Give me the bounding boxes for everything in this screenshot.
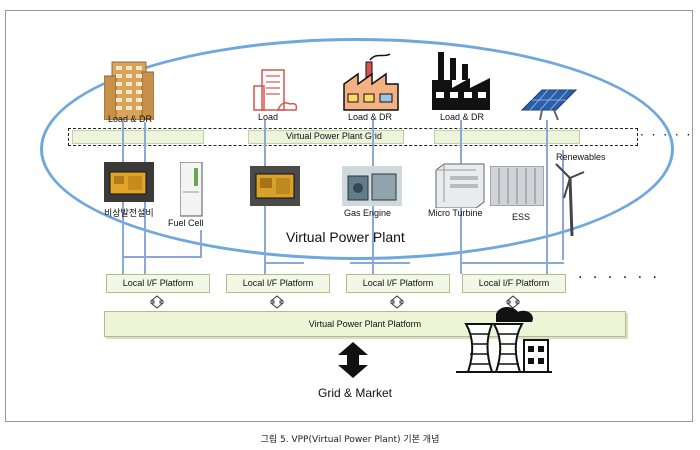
connector-line	[460, 262, 564, 264]
big-double-arrow-icon	[338, 342, 368, 378]
double-arrow-icon	[149, 295, 165, 309]
vpp-grid-continuation: · · · · ·	[640, 128, 693, 142]
load-label-mid: Load	[258, 112, 279, 122]
load-dr-label-mid: Load & DR	[348, 112, 393, 122]
renewables-label: Renewables	[556, 152, 606, 162]
double-arrow-icon	[389, 295, 405, 309]
ess-label: ESS	[512, 212, 531, 222]
micro-turbine-label: Micro Turbine	[428, 208, 483, 218]
grid-market-label: Grid & Market	[318, 386, 393, 400]
local-if-platform-3: Local I/F Platform	[346, 274, 450, 293]
vpp-grid-label: Virtual Power Plant Grid	[286, 131, 382, 141]
office-building-icon	[253, 69, 298, 111]
connector-line	[122, 256, 202, 258]
vpp-grid-bar	[68, 128, 638, 146]
generator-icon	[250, 166, 300, 206]
local-if-platform-2: Local I/F Platform	[226, 274, 330, 293]
connector-line	[144, 256, 146, 274]
local-if-platform-4: Local I/F Platform	[462, 274, 566, 293]
ess-icon	[490, 166, 544, 206]
figure-caption: 그림 5. VPP(Virtual Power Plant) 기본 개념	[260, 435, 440, 445]
emergency-generator-label: 비상발전설비	[104, 208, 154, 218]
connector-line	[264, 262, 304, 264]
connector-line	[562, 150, 564, 260]
connector-line	[264, 256, 266, 274]
fuel-cell-label: Fuel Cell	[168, 218, 204, 228]
connector-line	[350, 262, 410, 264]
grid-segment-left	[72, 130, 204, 144]
double-arrow-icon	[269, 295, 285, 309]
apartment-building-icon	[104, 61, 154, 120]
connector-line	[460, 256, 462, 274]
fuel-cell-icon	[180, 162, 203, 217]
grid-segment-mid	[248, 130, 404, 144]
connector-line	[200, 230, 202, 258]
factory-black-icon	[432, 52, 490, 110]
emergency-generator-icon	[104, 162, 154, 202]
load-dr-label-right: Load & DR	[440, 112, 485, 122]
load-dr-label-left: Load & DR	[108, 114, 153, 124]
local-if-platform-1: Local I/F Platform	[106, 274, 210, 293]
gas-engine-label: Gas Engine	[344, 208, 392, 218]
wind-turbine-icon	[555, 163, 585, 237]
connector-line	[372, 256, 374, 274]
factory-colored-icon	[343, 53, 399, 111]
power-plant-icon	[456, 307, 552, 373]
micro-turbine-icon	[435, 163, 485, 208]
vpp-platform: Virtual Power Plant Platform	[104, 311, 626, 337]
connector-line	[546, 258, 548, 274]
solar-panel-icon	[520, 89, 578, 121]
vpp-title: Virtual Power Plant	[286, 229, 405, 245]
connector-line	[546, 120, 548, 260]
double-arrow-icon	[505, 295, 521, 309]
grid-segment-right	[434, 130, 580, 144]
connector-line	[122, 256, 124, 274]
local-platform-continuation: · · · · · ·	[578, 270, 660, 286]
vpp-ellipse	[40, 38, 674, 260]
gas-engine-icon	[342, 166, 402, 206]
